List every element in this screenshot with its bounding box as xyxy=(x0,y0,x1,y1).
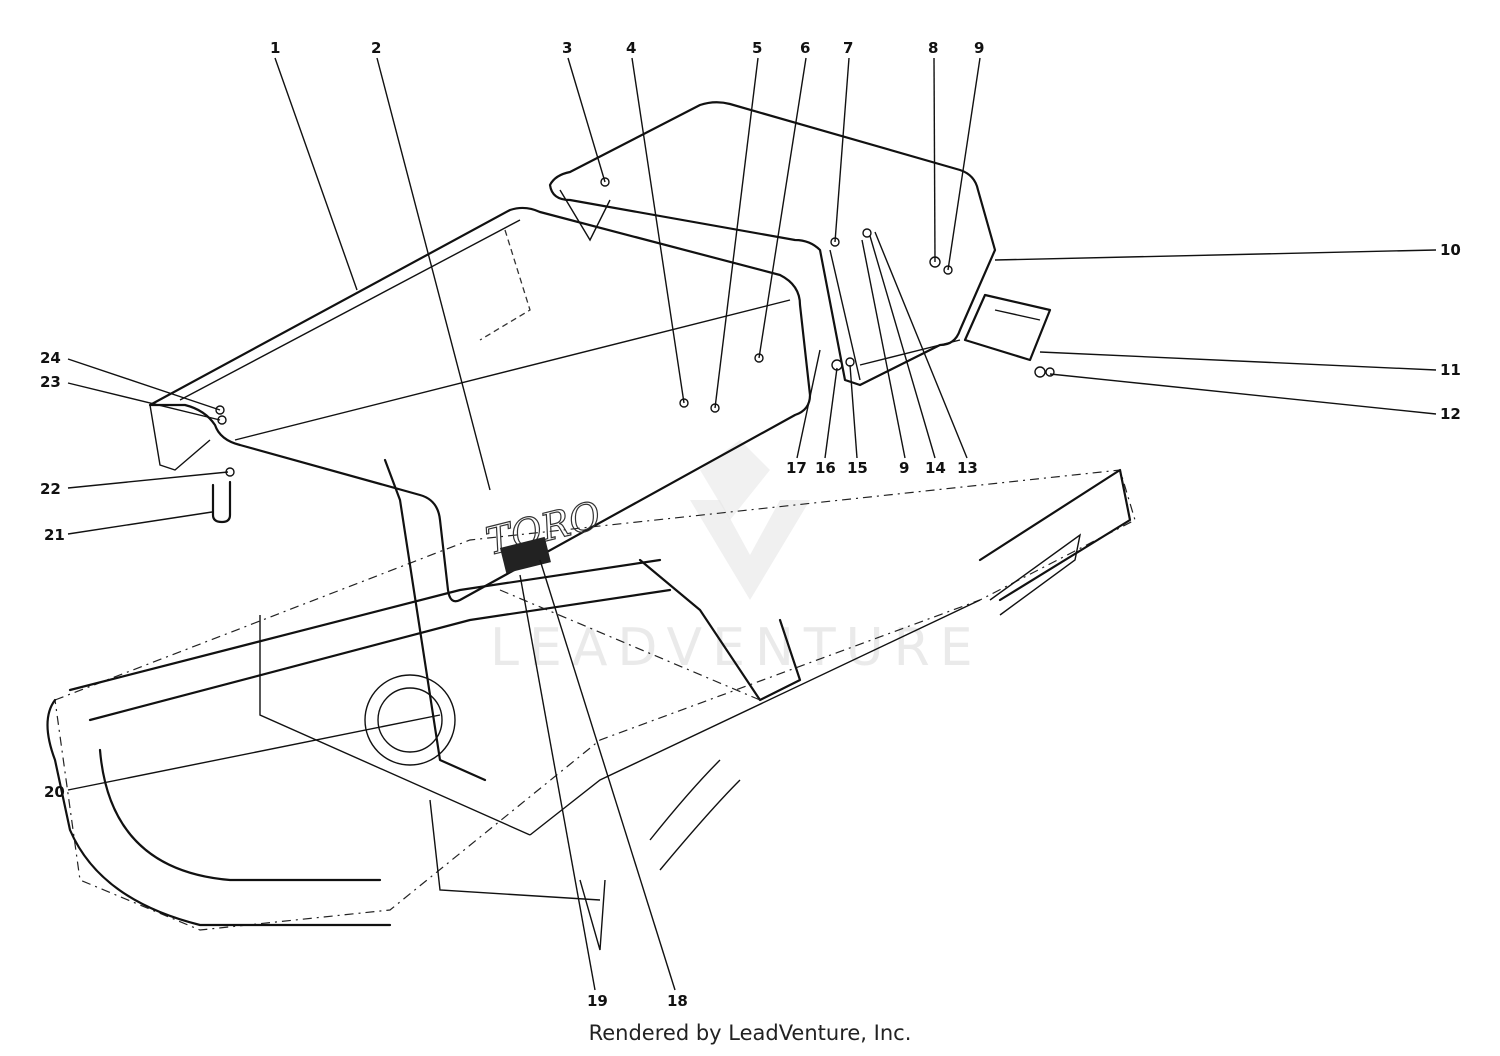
callout-14: 14 xyxy=(925,459,946,477)
watermark-text: LEADVENTURE xyxy=(490,618,983,678)
callout-5: 5 xyxy=(752,39,762,57)
exploded-parts-diagram: LEADVENTURE TORO xyxy=(40,39,1461,1010)
callout-22: 22 xyxy=(40,480,61,498)
mounting-bracket xyxy=(963,293,1052,378)
u-bolt xyxy=(211,480,232,524)
callout-15: 15 xyxy=(847,459,868,477)
decal xyxy=(500,536,551,574)
callout-4: 4 xyxy=(626,39,636,57)
callout-13: 13 xyxy=(957,459,978,477)
leader-lines xyxy=(67,57,1437,991)
callout-23: 23 xyxy=(40,373,61,391)
callout-7: 7 xyxy=(843,39,853,57)
callout-20: 20 xyxy=(44,783,65,801)
watermark: LEADVENTURE xyxy=(490,440,983,678)
rear-shroud xyxy=(548,101,997,387)
hardware xyxy=(215,177,1055,477)
callout-18: 18 xyxy=(667,992,688,1010)
callouts: 1 2 3 4 5 6 7 8 9 10 11 12 13 14 15 16 1… xyxy=(40,39,1461,1010)
callout-9-bottom: 9 xyxy=(899,459,909,477)
callout-2: 2 xyxy=(371,39,381,57)
callout-11: 11 xyxy=(1440,361,1461,379)
callout-6: 6 xyxy=(800,39,810,57)
callout-10: 10 xyxy=(1440,241,1461,259)
callout-8: 8 xyxy=(928,39,938,57)
chassis-frame xyxy=(46,468,1136,951)
callout-9-top: 9 xyxy=(974,39,984,57)
callout-3: 3 xyxy=(562,39,572,57)
callout-17: 17 xyxy=(786,459,807,477)
callout-1: 1 xyxy=(270,39,280,57)
hood-main: TORO xyxy=(148,206,812,603)
callout-12: 12 xyxy=(1440,405,1461,423)
support-rod xyxy=(383,458,487,782)
callout-19: 19 xyxy=(587,992,608,1010)
footer-credit: Rendered by LeadVenture, Inc. xyxy=(588,1021,912,1045)
callout-16: 16 xyxy=(815,459,836,477)
callout-21: 21 xyxy=(44,526,65,544)
callout-24: 24 xyxy=(40,349,61,367)
